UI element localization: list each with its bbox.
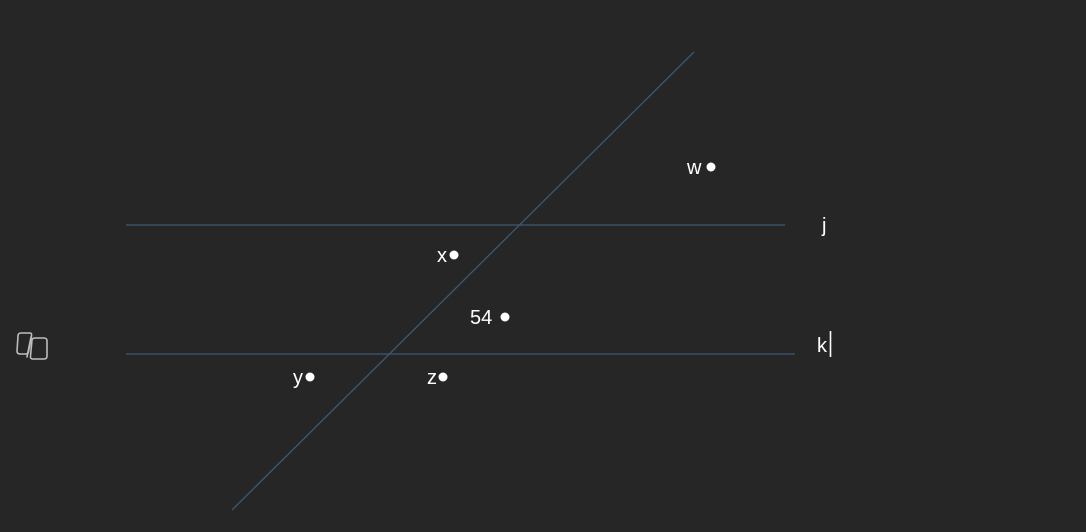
angle-w-label: w xyxy=(686,157,702,179)
copilot-icon[interactable] xyxy=(14,330,50,362)
angle-w-point xyxy=(706,162,716,172)
copilot-icon-glyph xyxy=(16,332,48,360)
line-k-label: k xyxy=(817,335,828,357)
angle-y-point xyxy=(305,372,315,382)
transversal-line xyxy=(231,51,695,511)
angle-z-point xyxy=(438,372,448,382)
angle-z-label: z xyxy=(427,367,437,389)
angle-x-point xyxy=(449,250,459,260)
angle-given-point xyxy=(500,312,510,322)
angle-x-label: x xyxy=(437,245,447,267)
angle-given-label: 54 xyxy=(470,307,492,329)
line-j-label: j xyxy=(821,215,826,237)
angle-y-label: y xyxy=(293,367,303,389)
